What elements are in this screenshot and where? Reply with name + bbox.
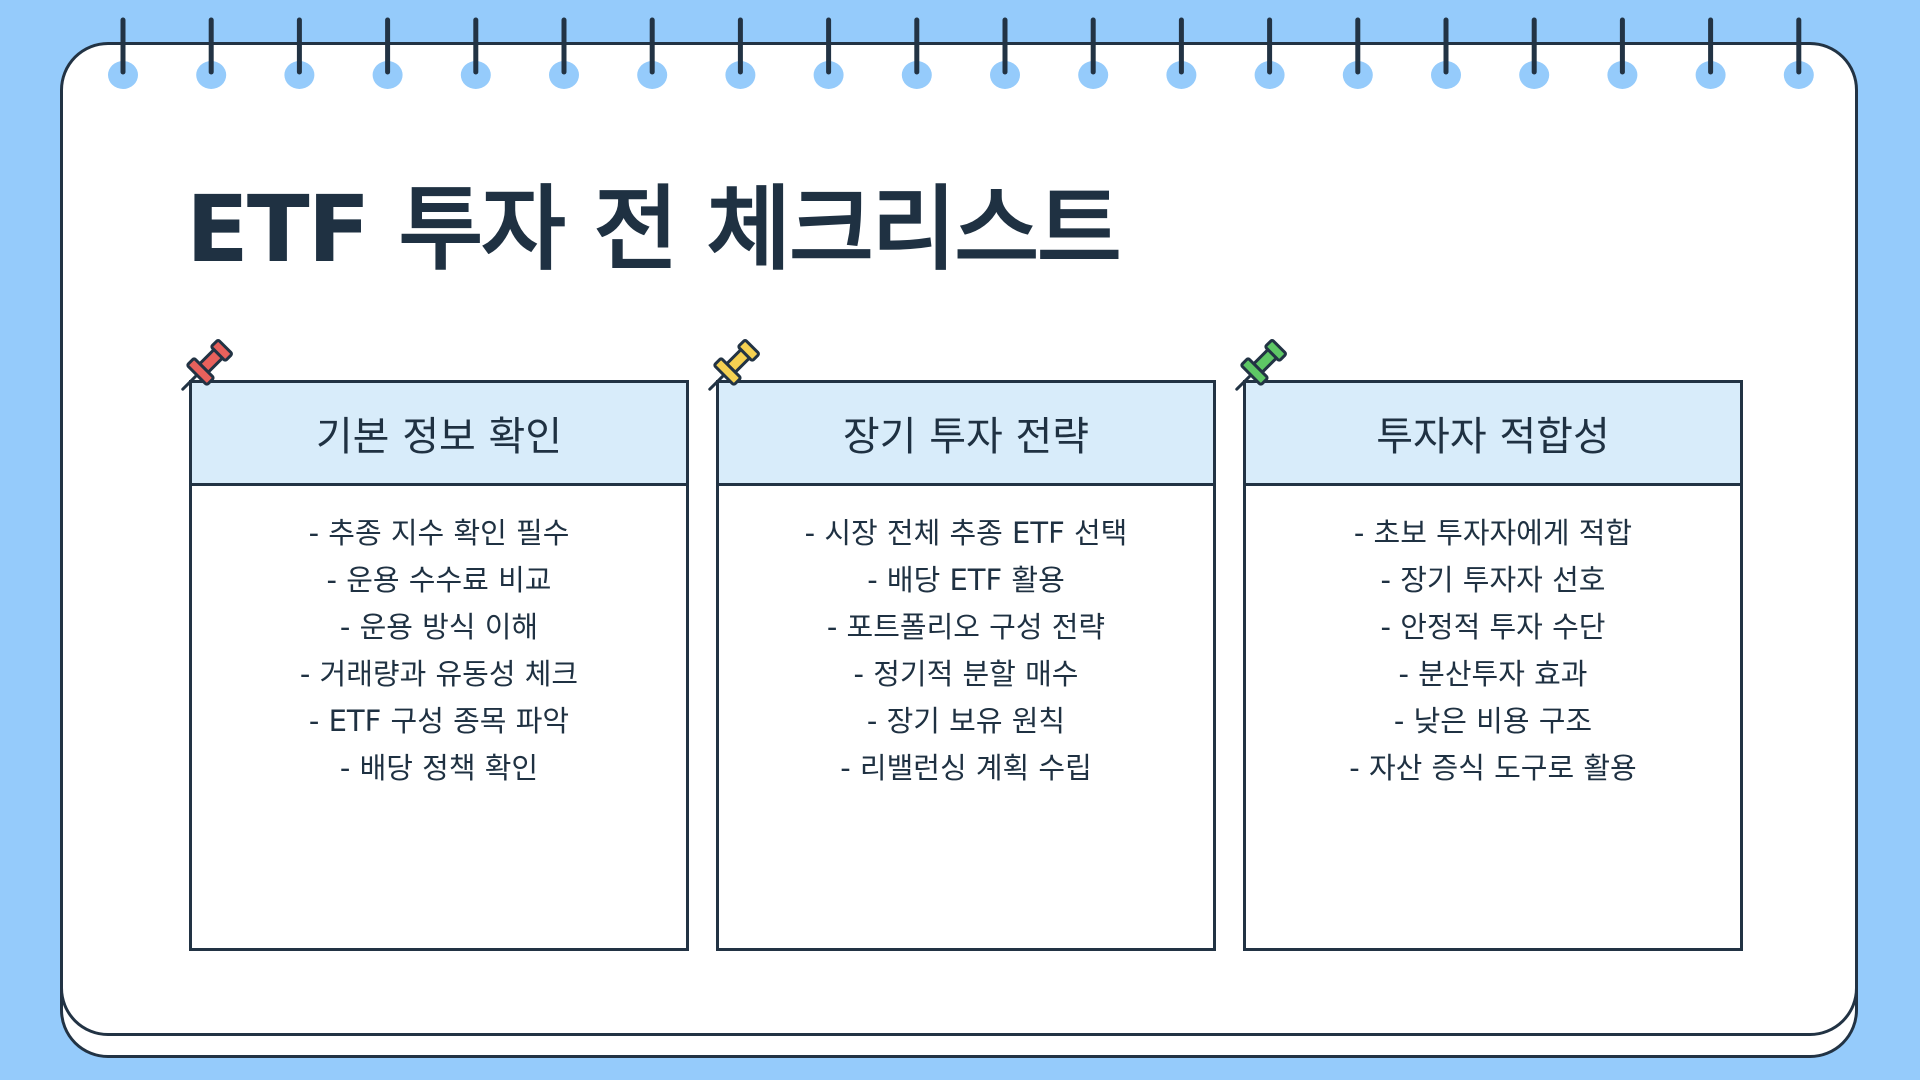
pushpin-icon (708, 339, 760, 391)
checklist-item: - 정기적 분할 매수 (853, 657, 1079, 691)
checklist-item: - 포트폴리오 구성 전략 (826, 610, 1106, 644)
checklist: - 시장 전체 추종 ETF 선택 - 배당 ETF 활용 - 포트폴리오 구성… (719, 486, 1213, 792)
checklist-item: - 장기 보유 원칙 (866, 704, 1066, 738)
card-header: 기본 정보 확인 (192, 383, 686, 486)
checklist-item: - 초보 투자자에게 적합 (1353, 516, 1633, 550)
checklist-item: - 시장 전체 추종 ETF 선택 (804, 516, 1128, 550)
checklist-item: - 장기 투자자 선호 (1380, 563, 1606, 597)
checklist-item: - 운용 수수료 비교 (326, 563, 552, 597)
checklist-item: - 안정적 투자 수단 (1380, 610, 1606, 644)
binding-hole (108, 61, 138, 89)
checklist: - 초보 투자자에게 적합 - 장기 투자자 선호 - 안정적 투자 수단 - … (1246, 486, 1740, 792)
pushpin-icon (181, 339, 233, 391)
pushpin-icon (1235, 339, 1287, 391)
binding-hole (990, 61, 1020, 89)
checklist-card-investor-suitability: 투자자 적합성 - 초보 투자자에게 적합 - 장기 투자자 선호 - 안정적 … (1243, 380, 1743, 951)
binding-hole (460, 61, 491, 89)
binding-hole (196, 61, 227, 89)
checklist-item: - 분산투자 효과 (1398, 657, 1588, 691)
binding-hole (1431, 61, 1461, 89)
binding-hole (1254, 61, 1285, 89)
checklist-card-basic-info: 기본 정보 확인 - 추종 지수 확인 필수 - 운용 수수료 비교 - 운용 … (189, 380, 689, 951)
binding-hole (372, 61, 403, 89)
checklist-item: - ETF 구성 종목 파악 (308, 704, 570, 738)
checklist-card-long-term-strategy: 장기 투자 전략 - 시장 전체 추종 ETF 선택 - 배당 ETF 활용 -… (716, 380, 1216, 951)
checklist-item: - 자산 증식 도구로 활용 (1349, 751, 1637, 785)
binding-hole (1519, 61, 1550, 89)
binding-hole (1607, 61, 1638, 89)
checklist: - 추종 지수 확인 필수 - 운용 수수료 비교 - 운용 방식 이해 - 거… (192, 486, 686, 792)
card-header: 투자자 적합성 (1246, 383, 1740, 486)
checklist-item: - 거래량과 유동성 체크 (299, 657, 579, 691)
checklist-item: - 추종 지수 확인 필수 (308, 516, 570, 550)
binding-hole (725, 61, 756, 89)
binding-hole (1166, 61, 1197, 89)
binding-hole (1695, 61, 1726, 89)
binding-hole (901, 61, 932, 89)
card-header: 장기 투자 전략 (719, 383, 1213, 486)
checklist-item: - 리밸런싱 계획 수립 (840, 751, 1092, 785)
binding-hole (284, 61, 315, 89)
spiral-binding (108, 17, 1814, 89)
checklist-item: - 배당 정책 확인 (339, 751, 539, 785)
binding-hole (1783, 61, 1814, 89)
binding-hole (549, 61, 579, 89)
page-title: ETF 투자 전 체크리스트 (186, 176, 1122, 283)
binding-hole (1078, 61, 1109, 89)
binding-hole (637, 61, 668, 89)
binding-hole (813, 61, 844, 89)
binding-hole (1342, 61, 1373, 89)
checklist-item: - 운용 방식 이해 (339, 610, 539, 644)
checklist-item: - 낮은 비용 구조 (1393, 704, 1593, 738)
checklist-item: - 배당 ETF 활용 (867, 563, 1065, 597)
